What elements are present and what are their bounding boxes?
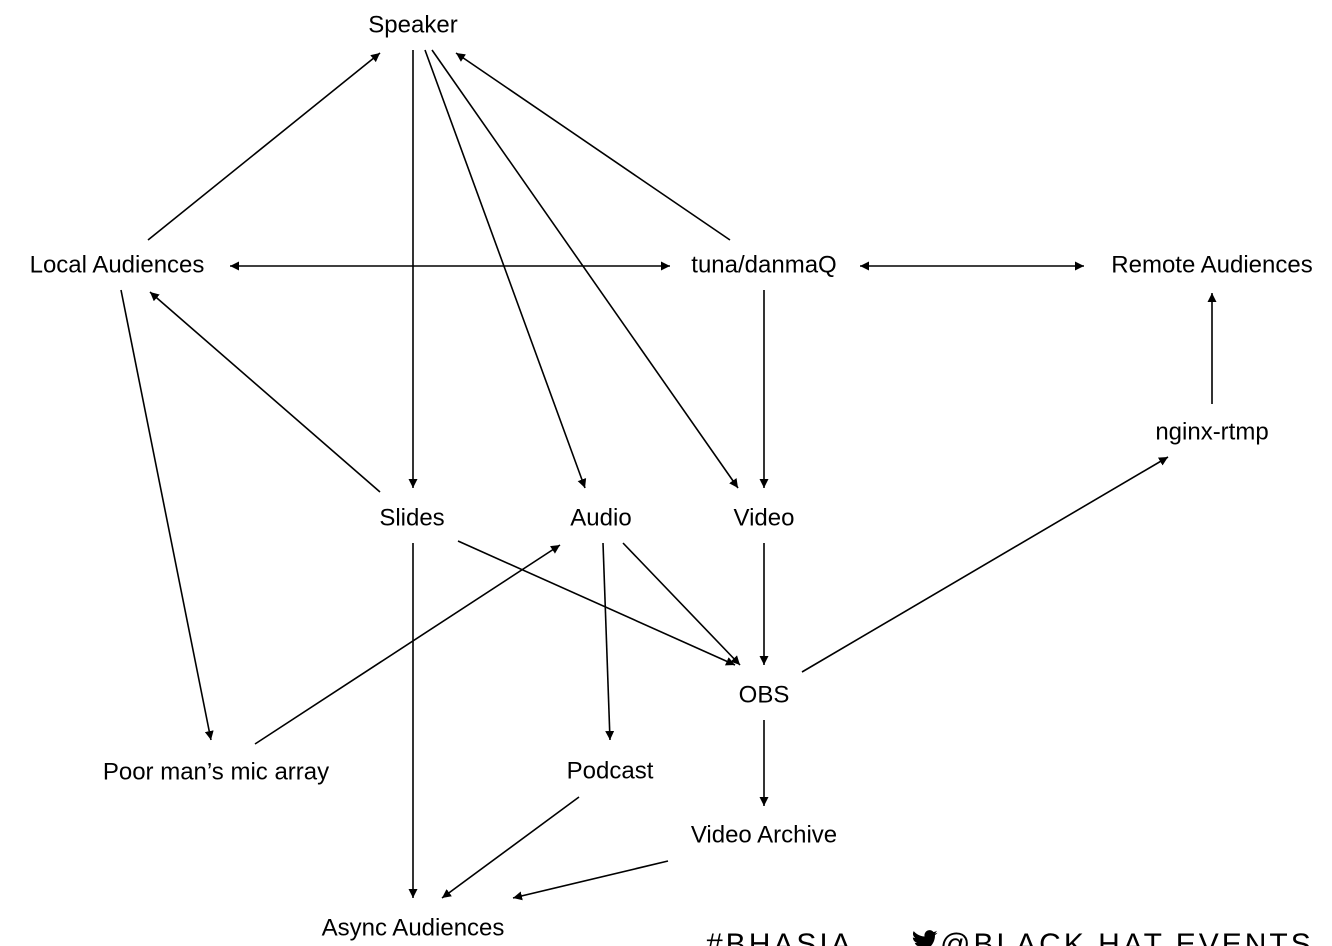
node-nginx: nginx-rtmp — [1155, 418, 1268, 445]
twitter-handle: @BLACK HAT EVENTS — [940, 928, 1314, 946]
node-video: Video — [734, 504, 795, 531]
edge-slides-to-local — [149, 291, 381, 493]
edges-layer — [120, 49, 1217, 901]
edge-local-to-speaker — [147, 52, 381, 241]
node-mic: Poor man’s mic array — [103, 758, 329, 785]
edge-slides-to-obs — [457, 540, 736, 666]
edge-podcast-to-async — [441, 796, 580, 899]
node-speaker: Speaker — [368, 11, 457, 38]
twitter-bird-icon — [912, 930, 938, 946]
footer: #BHASIA @BLACK HAT EVENTS — [0, 928, 1332, 946]
node-slides: Slides — [379, 504, 444, 531]
node-obs: OBS — [739, 681, 790, 708]
node-podcast: Podcast — [567, 757, 654, 784]
edge-local-to-mic — [120, 289, 214, 741]
node-local: Local Audiences — [30, 251, 205, 278]
edge-speaker-to-audio — [424, 49, 587, 489]
edge-archive-to-async — [512, 860, 669, 901]
edge-mic-to-audio — [254, 544, 561, 745]
node-audio: Audio — [570, 504, 631, 531]
node-async: Async Audiences — [322, 914, 505, 941]
twitter-handle-group: @BLACK HAT EVENTS — [912, 930, 1314, 946]
event-hashtag: #BHASIA — [706, 928, 854, 946]
node-tuna: tuna/danmaQ — [691, 251, 836, 278]
node-archive: Video Archive — [691, 821, 837, 848]
edge-audio-to-obs — [622, 542, 741, 666]
edge-tuna-to-speaker — [455, 52, 731, 241]
edge-audio-to-podcast — [602, 542, 615, 741]
edge-obs-to-nginx — [801, 456, 1169, 673]
node-remote: Remote Audiences — [1111, 251, 1312, 278]
